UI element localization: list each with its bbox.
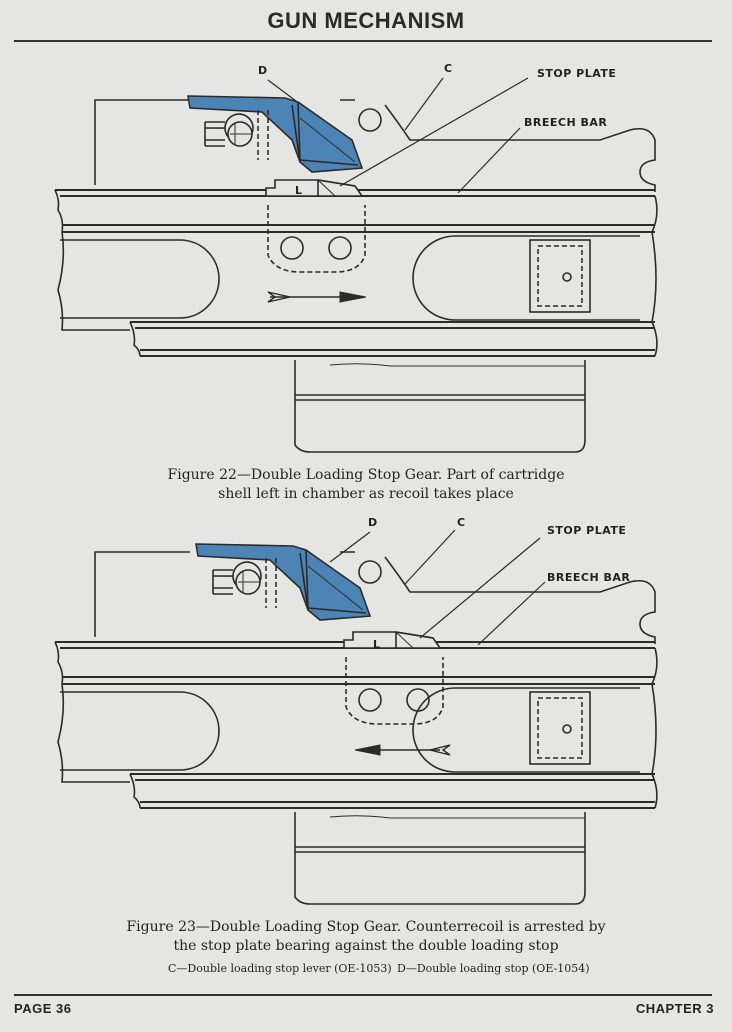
figure-22-diagram (54, 77, 658, 453)
label-breech-bar: BREECH BAR (524, 116, 608, 129)
figure-23-caption-line1: Figure 23—Double Loading Stop Gear. Coun… (126, 919, 606, 935)
figure-22-leaders (267, 77, 529, 194)
chapter-label: CHAPTER 3 (635, 1001, 714, 1016)
figure-22-caption-line1: Figure 22—Double Loading Stop Gear. Part… (167, 467, 565, 483)
footer-rule (14, 994, 712, 996)
legend-c: C—Double loading stop lever (OE-1053) (168, 962, 392, 975)
figure-23-caption-line2: the stop plate bearing against the doubl… (173, 938, 559, 954)
label-stop-plate: STOP PLATE (547, 524, 627, 537)
label-breech-bar: BREECH BAR (547, 571, 631, 584)
figure-23-leaders (329, 529, 546, 646)
page-number: PAGE 36 (14, 1001, 72, 1016)
figure-22-caption-line2: shell left in chamber as recoil takes pl… (218, 486, 514, 502)
arrow-left-icon (354, 744, 451, 756)
label-stop-plate: STOP PLATE (537, 67, 617, 80)
arrow-right-icon (267, 291, 367, 303)
label-lock: L (373, 638, 381, 651)
header-rule (14, 40, 712, 42)
figure-23-diagram (54, 529, 658, 905)
page-title: GUN MECHANISM (267, 8, 465, 33)
label-d: D (258, 64, 268, 77)
label-c: C (444, 62, 453, 75)
legend-d: D—Double loading stop (OE-1054) (397, 962, 590, 975)
label-lock: L (295, 184, 303, 197)
figure-22-double-loading-stop (187, 95, 363, 173)
figure-23-double-loading-stop (195, 543, 371, 621)
label-d: D (368, 516, 378, 529)
label-c: C (457, 516, 466, 529)
